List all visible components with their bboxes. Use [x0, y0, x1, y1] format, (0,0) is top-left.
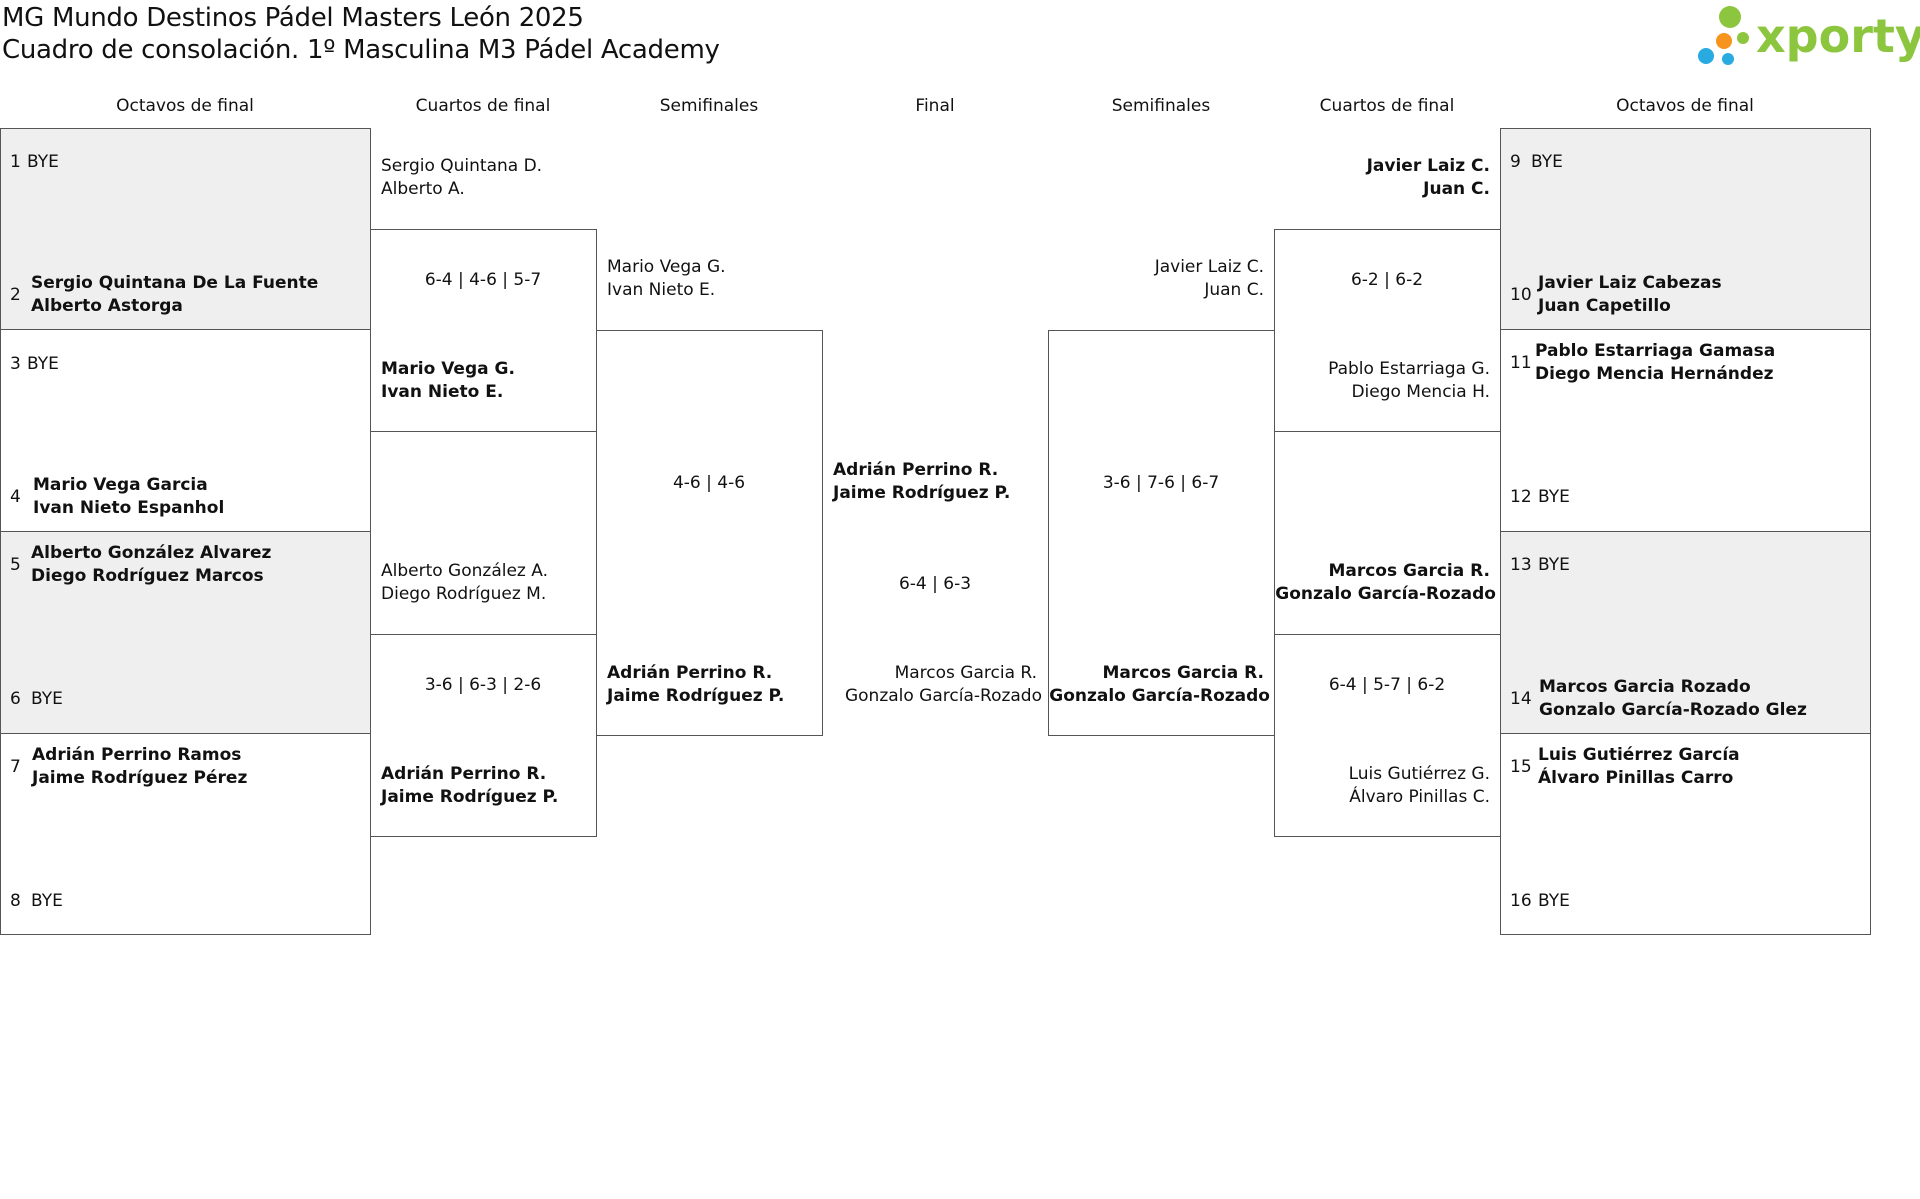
seed-number: 12 [1510, 487, 1532, 507]
final-finalist-player-2: Gonzalo García-Rozado [844, 686, 1042, 706]
seed-number: 1 [10, 152, 21, 172]
team-player-1: Mario Vega G. [381, 359, 515, 379]
team-player-1: Adrián Perrino Ramos [32, 745, 242, 765]
team-name: BYE [1531, 152, 1563, 172]
col-header-right-sf: Semifinales [1111, 96, 1211, 116]
match-score: 6-4 | 4-6 | 5-7 [424, 270, 542, 290]
team-player-2: Diego Mencia H. [1351, 382, 1490, 402]
team-player-1: Marcos Garcia R. [1102, 663, 1264, 683]
col-header-right-r16: Octavos de final [1616, 96, 1754, 116]
team-player-2: Álvaro Pinillas C. [1349, 787, 1490, 807]
page-subtitle: Cuadro de consolación. 1º Masculina M3 P… [2, 35, 720, 65]
col-header-final: Final [915, 96, 955, 116]
team-player-1: Sergio Quintana De La Fuente [31, 273, 319, 293]
team-name: BYE [1538, 555, 1570, 575]
team-player-2: Ivan Nieto E. [381, 382, 504, 402]
match-score: 3-6 | 6-3 | 2-6 [424, 675, 542, 695]
match-score: 6-4 | 5-7 | 6-2 [1328, 675, 1446, 695]
team-player-2: Jaime Rodríguez Pérez [32, 768, 248, 788]
team-player-1: Javier Laiz Cabezas [1538, 273, 1722, 293]
seed-number: 2 [10, 285, 21, 305]
col-header-right-qf: Cuartos de final [1319, 96, 1455, 116]
team-player-1: Sergio Quintana D. [381, 156, 543, 176]
team-player-2: Alberto Astorga [31, 296, 183, 316]
team-player-2: Gonzalo García-Rozado [1275, 584, 1496, 604]
seed-number: 3 [10, 354, 21, 374]
team-player-2: Ivan Nieto E. [607, 280, 716, 300]
match-score: 3-6 | 7-6 | 6-7 [1102, 473, 1220, 493]
team-player-1: Pablo Estarriaga Gamasa [1535, 341, 1776, 361]
team-player-1: Marcos Garcia R. [1328, 561, 1490, 581]
xporty-logo-icon: xporty [1698, 6, 1920, 65]
team-player-2: Diego Mencia Hernández [1535, 364, 1774, 384]
team-player-2: Juan C. [1204, 280, 1264, 300]
logo-text: xporty [1756, 9, 1920, 63]
right-r16-match-4 [1500, 733, 1871, 935]
team-player-1: Marcos Garcia Rozado [1539, 677, 1751, 697]
team-player-1: Alberto González Alvarez [31, 543, 272, 563]
seed-number: 11 [1510, 353, 1532, 373]
match-score: 6-2 | 6-2 [1350, 270, 1424, 290]
final-finalist-player-1: Marcos Garcia R. [894, 663, 1037, 683]
team-player-2: Ivan Nieto Espanhol [33, 498, 225, 518]
final-winner-player-1: Adrián Perrino R. [833, 460, 999, 480]
right-sf-match [1048, 330, 1275, 736]
team-player-1: Javier Laiz C. [1154, 257, 1264, 277]
team-player-2: Juan C. [1423, 179, 1490, 199]
seed-number: 8 [10, 891, 21, 911]
team-player-1: Luis Gutiérrez G. [1348, 764, 1490, 784]
team-player-1: Mario Vega G. [607, 257, 726, 277]
team-player-2: Jaime Rodríguez P. [381, 787, 559, 807]
team-player-2: Diego Rodríguez M. [381, 584, 547, 604]
col-header-left-qf: Cuartos de final [415, 96, 551, 116]
left-sf-match [596, 330, 823, 736]
seed-number: 6 [10, 689, 21, 709]
final-winner-player-2: Jaime Rodríguez P. [833, 483, 1011, 503]
seed-number: 15 [1510, 757, 1532, 777]
team-name: BYE [27, 152, 59, 172]
team-player-2: Gonzalo García-Rozado [1049, 686, 1270, 706]
team-player-1: Pablo Estarriaga G. [1328, 359, 1490, 379]
left-r16-match-1 [0, 128, 371, 330]
team-name: BYE [27, 354, 59, 374]
match-score: 4-6 | 4-6 [672, 473, 746, 493]
page-title: MG Mundo Destinos Pádel Masters León 202… [2, 3, 584, 33]
seed-number: 16 [1510, 891, 1532, 911]
team-player-1: Adrián Perrino R. [381, 764, 547, 784]
seed-number: 10 [1510, 285, 1532, 305]
team-player-2: Juan Capetillo [1538, 296, 1671, 316]
team-player-1: Alberto González A. [381, 561, 548, 581]
col-header-left-sf: Semifinales [659, 96, 759, 116]
team-player-1: Javier Laiz C. [1366, 156, 1490, 176]
left-r16-match-3 [0, 531, 371, 734]
team-player-2: Diego Rodríguez Marcos [31, 566, 264, 586]
seed-number: 13 [1510, 555, 1532, 575]
team-player-2: Gonzalo García-Rozado Glez [1539, 700, 1807, 720]
seed-number: 9 [1510, 152, 1521, 172]
team-player-2: Alberto A. [381, 179, 465, 199]
team-name: BYE [1538, 891, 1570, 911]
seed-number: 7 [10, 757, 21, 777]
xporty-logo: xporty [1698, 4, 1920, 68]
team-player-2: Álvaro Pinillas Carro [1538, 768, 1734, 788]
team-player-1: Adrián Perrino R. [607, 663, 773, 683]
seed-number: 14 [1510, 689, 1532, 709]
right-r16-match-1 [1500, 128, 1871, 330]
team-name: BYE [1538, 487, 1570, 507]
col-header-left-r16: Octavos de final [116, 96, 254, 116]
seed-number: 4 [10, 487, 21, 507]
team-player-2: Jaime Rodríguez P. [607, 686, 785, 706]
final-score: 6-4 | 6-3 [898, 574, 972, 594]
team-name: BYE [31, 689, 63, 709]
team-player-1: Luis Gutiérrez García [1538, 745, 1740, 765]
team-player-1: Mario Vega Garcia [33, 475, 208, 495]
seed-number: 5 [10, 555, 21, 575]
team-name: BYE [31, 891, 63, 911]
